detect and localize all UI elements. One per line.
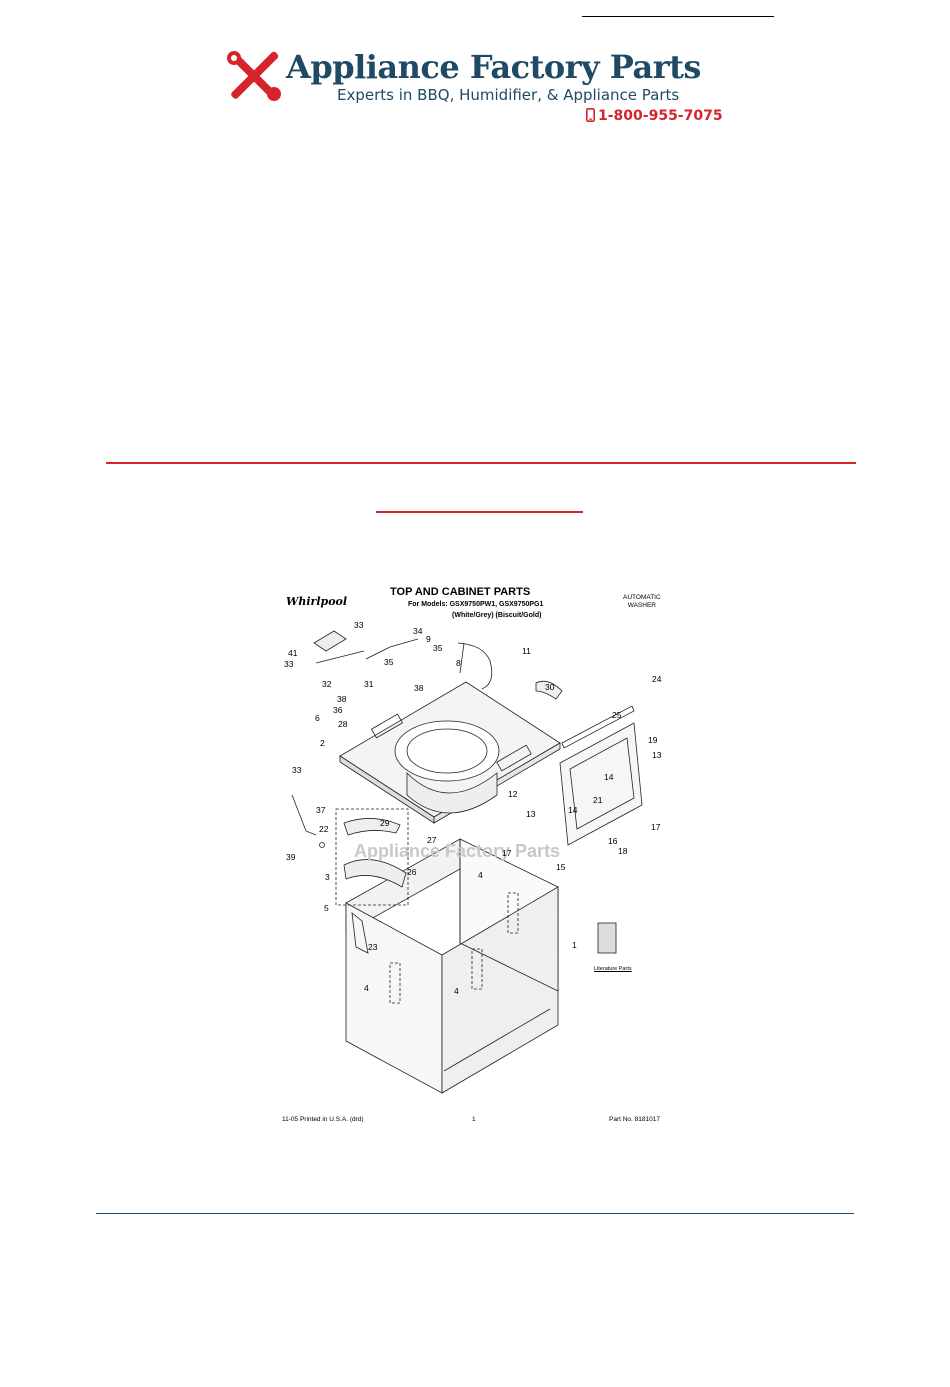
diagram-part-number: Part No. 8181017 bbox=[609, 1116, 660, 1123]
callout: 37 bbox=[316, 805, 326, 815]
phone-link[interactable]: 1-800-955-7075 bbox=[586, 108, 723, 124]
literature-label: Literature Parts bbox=[594, 966, 632, 972]
phone-icon bbox=[586, 108, 595, 122]
callout: 4 bbox=[454, 986, 459, 996]
short-divider-red bbox=[376, 511, 583, 513]
callout: 19 bbox=[648, 735, 658, 745]
callout: 24 bbox=[652, 674, 662, 684]
diagram-variants: (White/Grey) (Biscuit/Gold) bbox=[452, 612, 542, 619]
callout: 13 bbox=[526, 809, 536, 819]
callout: 27 bbox=[427, 835, 437, 845]
callout: 32 bbox=[322, 679, 332, 689]
callout: 23 bbox=[368, 942, 378, 952]
callout: 17 bbox=[651, 822, 661, 832]
callout: 11 bbox=[522, 646, 531, 656]
brand-logo[interactable]: Appliance Factory Parts Experts in BBQ, … bbox=[226, 48, 736, 128]
callout: 15 bbox=[556, 862, 566, 872]
callout: 21 bbox=[593, 795, 603, 805]
callout: 30 bbox=[545, 682, 555, 692]
callout: 25 bbox=[612, 710, 622, 720]
callout: 33 bbox=[284, 659, 294, 669]
section-divider-red bbox=[106, 462, 856, 464]
callout: 16 bbox=[608, 836, 618, 846]
callout: 33 bbox=[292, 765, 302, 775]
callout: 12 bbox=[508, 789, 518, 799]
callout: 17 bbox=[502, 848, 512, 858]
callout: 18 bbox=[618, 846, 628, 856]
callout: 41 bbox=[288, 648, 298, 658]
callout: 22 bbox=[319, 824, 329, 834]
callout: 35 bbox=[433, 643, 443, 653]
diagram-title: TOP AND CABINET PARTS bbox=[390, 586, 531, 598]
callout: 26 bbox=[407, 867, 417, 877]
callout: 14 bbox=[604, 772, 614, 782]
callout: 29 bbox=[380, 818, 390, 828]
wrench-screwdriver-icon bbox=[227, 51, 281, 101]
callout: 9 bbox=[426, 634, 431, 644]
callout: 35 bbox=[384, 657, 394, 667]
callout: 28 bbox=[338, 719, 348, 729]
callout: 1 bbox=[572, 940, 577, 950]
callout: 4 bbox=[478, 870, 483, 880]
callout: 34 bbox=[413, 626, 423, 636]
callout: 39 bbox=[286, 852, 296, 862]
diagram-page-number: 1 bbox=[472, 1116, 476, 1123]
callout: 4 bbox=[364, 983, 369, 993]
product-type: AUTOMATIC WASHER bbox=[623, 594, 661, 609]
brand-name: Appliance Factory Parts bbox=[286, 48, 701, 86]
callout: 3 bbox=[325, 872, 330, 882]
footer-divider-blue bbox=[96, 1213, 854, 1214]
exploded-view-drawing bbox=[291, 630, 643, 1094]
callout: 36 bbox=[333, 705, 343, 715]
parts-diagram: Whirlpool TOP AND CABINET PARTS For Mode… bbox=[272, 573, 682, 1135]
watermark: Appliance Factory Parts bbox=[354, 841, 561, 861]
diagram-footer-left: 11-05 Printed in U.S.A. (drd) bbox=[282, 1116, 364, 1123]
whirlpool-logo: Whirlpool bbox=[286, 595, 348, 608]
brand-tagline: Experts in BBQ, Humidifier, & Appliance … bbox=[337, 86, 680, 104]
callout: 2 bbox=[320, 738, 325, 748]
callout: 6 bbox=[315, 713, 320, 723]
callout: 38 bbox=[337, 694, 347, 704]
callout: 13 bbox=[652, 750, 662, 760]
phone-number: 1-800-955-7075 bbox=[598, 108, 723, 124]
callout: 33 bbox=[354, 620, 364, 630]
callout: 38 bbox=[414, 683, 424, 693]
callout: 14 bbox=[568, 805, 578, 815]
top-rule bbox=[582, 16, 774, 17]
callout: 8 bbox=[456, 658, 461, 668]
callout: 31 bbox=[364, 679, 374, 689]
diagram-models: For Models: GSX9750PW1, GSX9750PG1 bbox=[408, 601, 544, 608]
callout: 5 bbox=[324, 903, 329, 913]
